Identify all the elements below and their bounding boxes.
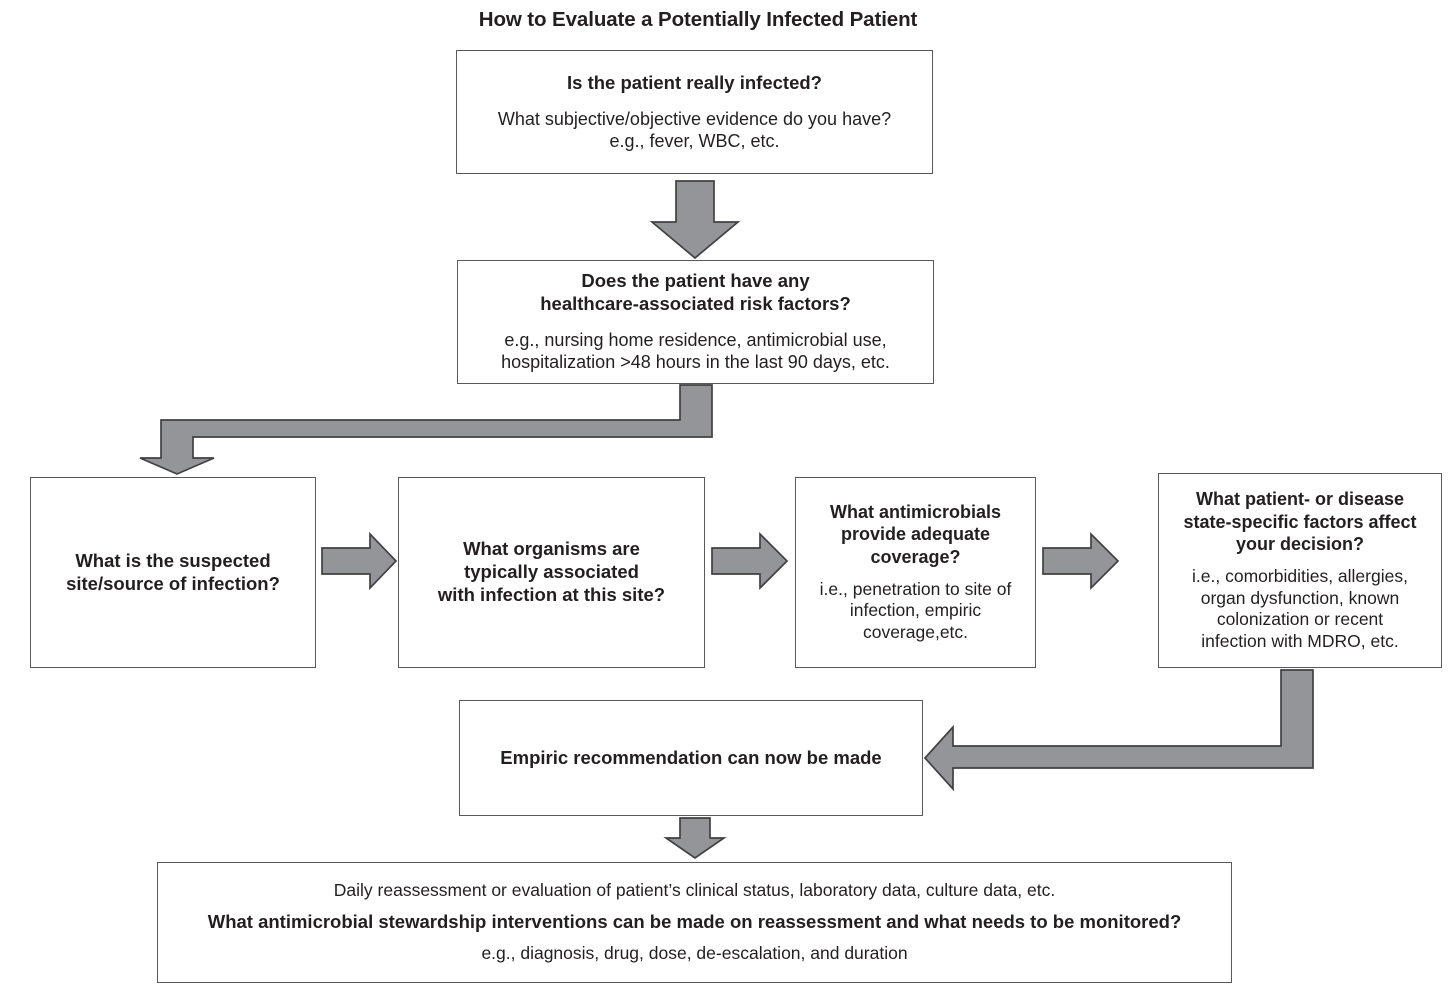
node-daily-reassessment: Daily reassessment or evaluation of pati…	[157, 862, 1232, 983]
arrow-organisms-to-antimicrobials	[711, 531, 789, 591]
node-heading: Is the patient really infected?	[567, 71, 822, 93]
node-body-line: e.g., nursing home residence, antimicrob…	[504, 329, 887, 350]
page-title: How to Evaluate a Potentially Infected P…	[478, 8, 918, 31]
node-heading-line: Does the patient have any	[581, 270, 810, 292]
node-heading: What antimicrobials provide adequate cov…	[830, 501, 1001, 567]
node-heading-line: your decision?	[1235, 533, 1365, 554]
node-body-line: i.e., comorbidities, allergies,	[1192, 565, 1408, 586]
node-body-line: hospitalization >48 hours in the last 90…	[501, 352, 890, 373]
node-heading-line: What organisms are	[463, 538, 640, 560]
node-heading-line: What antimicrobials	[829, 502, 1002, 523]
node-body: i.e., penetration to site of infection, …	[820, 579, 1012, 644]
node-body-line: i.e., penetration to site of	[819, 578, 1012, 599]
node-body: i.e., comorbidities, allergies, organ dy…	[1192, 566, 1408, 653]
node-heading: Empiric recommendation can now be made	[500, 746, 882, 768]
node-heading-line: site/source of infection?	[66, 572, 280, 594]
node-suspected-site-source-of-infection: What is the suspected site/source of inf…	[30, 477, 316, 668]
node-heading-line: What patient- or disease	[1195, 489, 1405, 510]
node-body-line: e.g., fever, WBC, etc.	[609, 130, 780, 151]
node-body-line: coverage,etc.	[862, 622, 969, 643]
node-body: What subjective/objective evidence do yo…	[498, 108, 891, 153]
arrow-empiric-to-reassess	[663, 817, 727, 860]
node-heading-line: healthcare-associated risk factors?	[540, 293, 851, 315]
arrow-antimicrobials-to-factors	[1042, 531, 1120, 591]
node-body-line: colonization or recent	[1216, 609, 1384, 630]
node-body-line: organ dysfunction, known	[1200, 587, 1400, 608]
node-body-line: Daily reassessment or evaluation of pati…	[333, 880, 1056, 901]
node-heading-line: provide adequate	[840, 524, 991, 545]
arrow-site-to-organisms	[321, 531, 398, 591]
node-heading-line: coverage?	[870, 546, 961, 567]
node-heading: Does the patient have any healthcare-ass…	[540, 270, 851, 316]
arrow-infected-to-riskfactors	[649, 180, 741, 260]
node-heading-line: with infection at this site?	[437, 583, 666, 605]
node-heading-line: state-specific factors affect	[1183, 511, 1417, 532]
node-healthcare-associated-risk-factors: Does the patient have any healthcare-ass…	[457, 260, 934, 384]
node-organisms-associated-with-site: What organisms are typically associated …	[398, 477, 705, 668]
node-empiric-recommendation: Empiric recommendation can now be made	[459, 700, 923, 816]
node-body-line: infection, empiric	[849, 600, 982, 621]
node-patient-disease-state-specific-factors: What patient- or disease state-specific …	[1158, 473, 1442, 668]
node-heading: What antimicrobial stewardship intervent…	[207, 911, 1182, 933]
node-is-patient-really-infected: Is the patient really infected? What sub…	[456, 50, 933, 174]
node-body-line: infection with MDRO, etc.	[1201, 630, 1399, 651]
node-body-line: What subjective/objective evidence do yo…	[497, 108, 892, 129]
node-heading-line: What is the suspected	[75, 549, 271, 571]
node-heading: What organisms are typically associated …	[438, 538, 665, 606]
node-antimicrobials-adequate-coverage: What antimicrobials provide adequate cov…	[795, 477, 1036, 668]
node-body-line: e.g., diagnosis, drug, dose, de-escalati…	[481, 942, 908, 963]
arrow-factors-to-empiric	[923, 669, 1314, 792]
arrow-riskfactors-to-site	[139, 384, 713, 475]
node-body: e.g., nursing home residence, antimicrob…	[501, 329, 890, 374]
node-heading: What patient- or disease state-specific …	[1183, 488, 1416, 554]
node-heading: What is the suspected site/source of inf…	[66, 550, 280, 596]
node-heading-line: typically associated	[464, 561, 639, 583]
